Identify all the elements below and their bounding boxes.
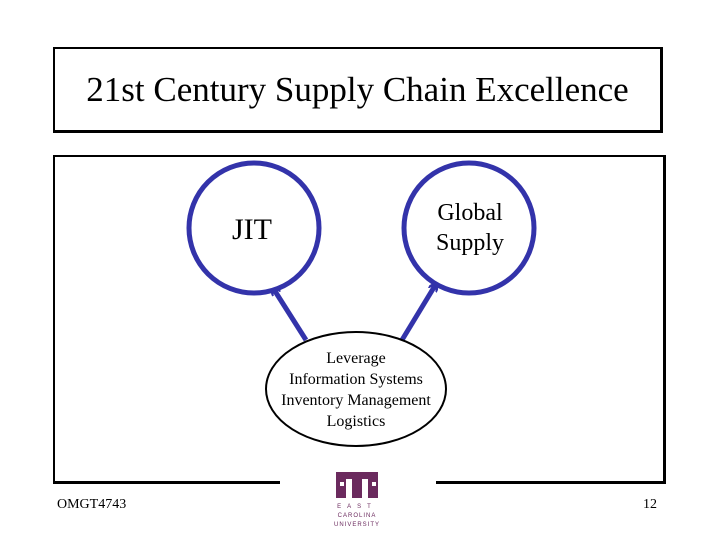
node-leverage-line4: Logistics xyxy=(327,413,386,430)
ecu-logo: EAST CAROLINA UNIVERSITY xyxy=(334,472,380,528)
logo-text-east: EAST xyxy=(337,504,377,510)
node-jit: JIT xyxy=(186,160,322,296)
node-leverage: Leverage Information Systems Inventory M… xyxy=(265,331,447,447)
slide-title-box: 21st Century Supply Chain Excellence xyxy=(53,47,663,133)
slide-title: 21st Century Supply Chain Excellence xyxy=(86,69,629,109)
node-global-supply-line2: Supply xyxy=(436,230,504,256)
node-global-supply-line1: Global xyxy=(437,200,503,226)
node-leverage-line2: Information Systems xyxy=(289,371,423,388)
logo-text-university: UNIVERSITY xyxy=(334,522,380,528)
footer-course-code: OMGT4743 xyxy=(57,497,127,512)
arrow-to-jit xyxy=(273,288,309,342)
node-jit-label: JIT xyxy=(232,213,272,246)
node-leverage-line1: Leverage xyxy=(326,350,386,367)
footer-page-number: 12 xyxy=(643,497,657,512)
university-logo-area: EAST CAROLINA UNIVERSITY xyxy=(280,462,436,540)
node-leverage-line3: Inventory Management xyxy=(281,392,431,409)
arrow-to-global-supply xyxy=(399,284,436,342)
node-global-supply: Global Supply xyxy=(401,160,537,296)
logo-text-carolina: CAROLINA xyxy=(338,513,377,519)
